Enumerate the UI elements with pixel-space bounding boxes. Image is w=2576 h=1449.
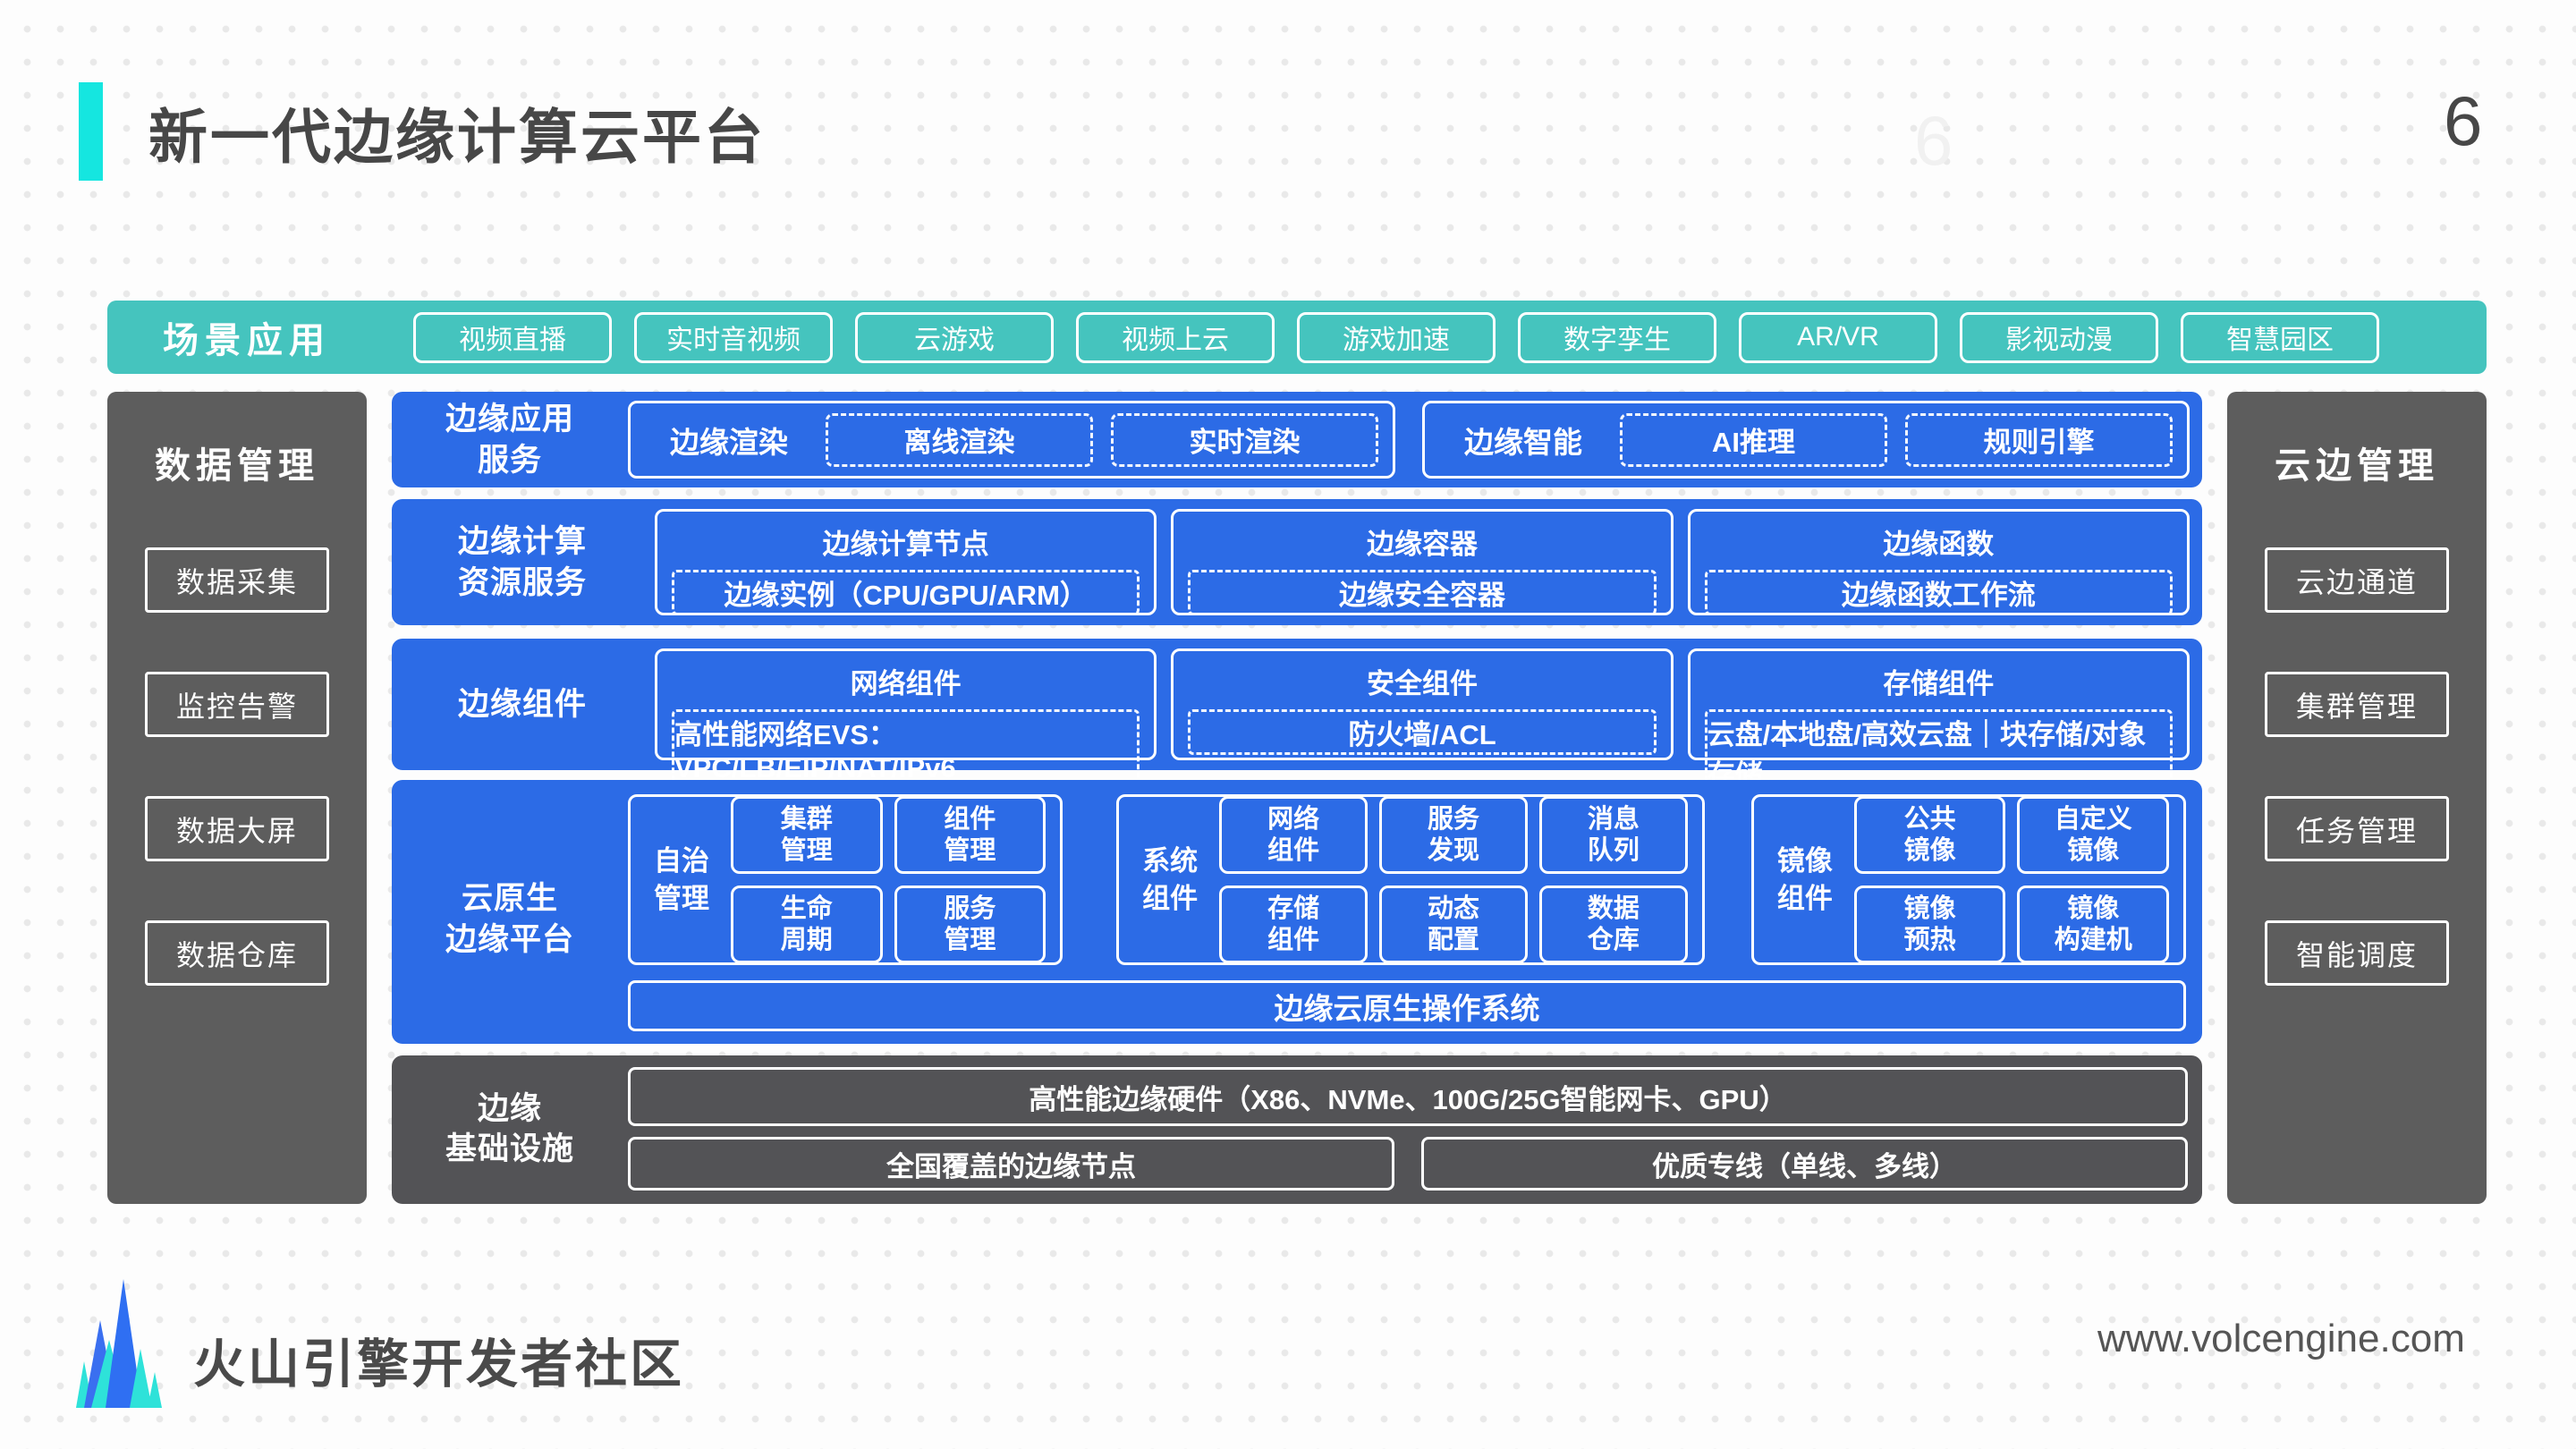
page-number-watermark: 6 [1914, 101, 1953, 180]
item-edge-function-workflow: 边缘函数工作流 [1704, 570, 2173, 615]
system-components-grid: 网络 组件 服务 发现 消息 队列 存储 组件 动态 配置 数据 仓库 [1219, 796, 1688, 963]
data-management-panel: 数据管理 数据采集 监控告警 数据大屏 数据仓库 [107, 392, 367, 1204]
group-storage-component: 存储组件 云盘/本地盘/高效云盘｜块存储/对象存储 [1687, 648, 2190, 795]
box-lifecycle: 生命 周期 [731, 886, 883, 963]
group-autonomous-management: 自治 管理 集群 管理 组件 管理 生命 周期 服务 管理 [628, 794, 1063, 965]
row-cloud-native-edge-platform: 云原生 边缘平台 自治 管理 集群 管理 组件 管理 生命 周期 服务 管理 系… [392, 780, 2202, 1044]
panel-item-data-collection: 数据采集 [145, 547, 329, 613]
box-image-builder: 镜像 构建机 [2017, 886, 2169, 963]
scenario-item-video-to-cloud: 视频上云 [1076, 311, 1275, 363]
row-edge-app-services: 边缘应用 服务 边缘渲染 离线渲染 实时渲染 边缘智能 AI推理 规则引擎 [392, 392, 2202, 487]
row-edge-compute-resources: 边缘计算 资源服务 边缘计算节点 边缘实例（CPU/GPU/ARM） 边缘容器 … [392, 499, 2202, 625]
item-edge-secure-container: 边缘安全容器 [1188, 570, 1657, 615]
item-ai-inference: AI推理 [1620, 412, 1887, 467]
footer-url: www.volcengine.com [2097, 1317, 2465, 1360]
box-data-warehouse: 数据 仓库 [1538, 886, 1688, 963]
panel-item-monitor-alert: 监控告警 [145, 672, 329, 737]
box-dynamic-config: 动态 配置 [1379, 886, 1528, 963]
group-security-component: 安全组件 防火墙/ACL [1171, 648, 1674, 760]
panel-item-smart-scheduling: 智能调度 [2265, 920, 2449, 986]
data-management-title: 数据管理 [155, 446, 319, 486]
infrastructure-content: 高性能边缘硬件（X86、NVMe、100G/25G智能网卡、GPU） 全国覆盖的… [628, 1067, 2188, 1191]
row-edge-components-label: 边缘组件 [457, 686, 587, 722]
row-cloud-native-edge-platform-label: 云原生 边缘平台 [445, 881, 574, 957]
row-edge-infrastructure-label: 边缘 基础设施 [445, 1090, 574, 1167]
scenario-item-smart-park: 智慧园区 [2181, 311, 2379, 363]
group-edge-intelligence: 边缘智能 AI推理 规则引擎 [1422, 401, 2190, 479]
scenario-item-ar-vr: AR/VR [1739, 311, 1937, 363]
edge-cloud-native-os-bar: 边缘云原生操作系统 [628, 980, 2186, 1031]
bar-edge-hardware: 高性能边缘硬件（X86、NVMe、100G/25G智能网卡、GPU） [628, 1067, 2188, 1126]
scenario-item-digital-twin: 数字孪生 [1518, 311, 1716, 363]
group-edge-container-title: 边缘容器 [1366, 529, 1478, 560]
box-network-component: 网络 组件 [1219, 796, 1368, 874]
item-edge-instance: 边缘实例（CPU/GPU/ARM） [672, 570, 1140, 615]
group-security-component-title: 安全组件 [1366, 668, 1478, 699]
scenario-item-game-acceleration: 游戏加速 [1297, 311, 1496, 363]
item-offline-rendering: 离线渲染 [826, 412, 1093, 467]
autonomous-management-grid: 集群 管理 组件 管理 生命 周期 服务 管理 [731, 796, 1046, 963]
item-network-evs: 高性能网络EVS：VPC/LB/EIP/NAT/IPv6 [672, 709, 1140, 787]
group-edge-rendering: 边缘渲染 离线渲染 实时渲染 [628, 401, 1395, 479]
page-number: 6 [2444, 81, 2483, 160]
group-autonomous-management-label: 自治 管理 [654, 844, 709, 914]
group-storage-component-title: 存储组件 [1883, 668, 1995, 699]
row-edge-components: 边缘组件 网络组件 高性能网络EVS：VPC/LB/EIP/NAT/IPv6 安… [392, 639, 2202, 795]
item-rule-engine: 规则引擎 [1905, 412, 2173, 467]
box-storage-component: 存储 组件 [1219, 886, 1368, 963]
box-image-prewarm: 镜像 预热 [1853, 886, 2006, 963]
group-network-component: 网络组件 高性能网络EVS：VPC/LB/EIP/NAT/IPv6 [655, 648, 1157, 787]
row-edge-infrastructure: 边缘 基础设施 高性能边缘硬件（X86、NVMe、100G/25G智能网卡、GP… [392, 1055, 2202, 1204]
scenario-item-rtc: 实时音视频 [634, 311, 833, 363]
cloud-native-groups: 自治 管理 集群 管理 组件 管理 生命 周期 服务 管理 系统 组件 网络 组… [628, 794, 2186, 965]
group-edge-intelligence-label: 边缘智能 [1464, 425, 1582, 459]
row-edge-app-services-label: 边缘应用 服务 [445, 402, 574, 478]
group-system-components: 系统 组件 网络 组件 服务 发现 消息 队列 存储 组件 动态 配置 数据 仓… [1116, 794, 1705, 965]
group-image-components: 镜像 组件 公共 镜像 自定义 镜像 镜像 预热 镜像 构建机 [1750, 794, 2186, 965]
box-service-management: 服务 管理 [894, 886, 1046, 963]
box-component-management: 组件 管理 [894, 796, 1046, 874]
bar-quality-lines: 优质专线（单线、多线） [1421, 1137, 2188, 1191]
title-accent-bar [79, 82, 103, 181]
row-edge-compute-resources-label: 边缘计算 资源服务 [457, 524, 587, 600]
scenario-item-film-animation: 影视动漫 [1960, 311, 2158, 363]
box-public-image: 公共 镜像 [1853, 796, 2006, 874]
scenario-bar: 场景应用 视频直播 实时音视频 云游戏 视频上云 游戏加速 数字孪生 AR/VR… [107, 301, 2487, 374]
box-cluster-management: 集群 管理 [731, 796, 883, 874]
scenario-item-cloud-gaming: 云游戏 [855, 311, 1054, 363]
infrastructure-bottom-row: 全国覆盖的边缘节点 优质专线（单线、多线） [628, 1137, 2188, 1191]
panel-item-data-dashboard: 数据大屏 [145, 796, 329, 861]
panel-item-cluster-management: 集群管理 [2265, 672, 2449, 737]
group-edge-function-title: 边缘函数 [1883, 529, 1995, 560]
image-components-grid: 公共 镜像 自定义 镜像 镜像 预热 镜像 构建机 [1853, 796, 2169, 963]
page-title: 新一代边缘计算云平台 [148, 104, 766, 170]
group-edge-rendering-label: 边缘渲染 [670, 425, 788, 459]
panel-item-cloud-edge-channel: 云边通道 [2265, 547, 2449, 613]
panel-item-data-warehouse: 数据仓库 [145, 920, 329, 986]
group-edge-container: 边缘容器 边缘安全容器 [1171, 509, 1674, 615]
cloud-edge-management-title: 云边管理 [2275, 446, 2439, 486]
scenario-item-live-video: 视频直播 [413, 311, 612, 363]
volcengine-logo-icon [76, 1274, 162, 1412]
footer-brand-text: 火山引擎开发者社区 [193, 1335, 685, 1394]
item-firewall-acl: 防火墙/ACL [1188, 709, 1657, 755]
group-edge-function: 边缘函数 边缘函数工作流 [1687, 509, 2190, 615]
cloud-native-content: 自治 管理 集群 管理 组件 管理 生命 周期 服务 管理 系统 组件 网络 组… [628, 794, 2186, 1044]
bar-nationwide-edge-nodes: 全国覆盖的边缘节点 [628, 1137, 1394, 1191]
box-custom-image: 自定义 镜像 [2017, 796, 2169, 874]
group-image-components-label: 镜像 组件 [1776, 844, 1833, 914]
cloud-edge-management-panel: 云边管理 云边通道 集群管理 任务管理 智能调度 [2227, 392, 2487, 1204]
box-message-queue: 消息 队列 [1538, 796, 1688, 874]
box-service-discovery: 服务 发现 [1379, 796, 1528, 874]
group-network-component-title: 网络组件 [850, 668, 962, 699]
scenario-bar-label: 场景应用 [163, 321, 331, 360]
group-system-components-label: 系统 组件 [1142, 844, 1199, 914]
group-edge-compute-node-title: 边缘计算节点 [822, 529, 989, 560]
item-realtime-rendering: 实时渲染 [1111, 412, 1378, 467]
group-edge-compute-node: 边缘计算节点 边缘实例（CPU/GPU/ARM） [655, 509, 1157, 615]
panel-item-task-management: 任务管理 [2265, 796, 2449, 861]
